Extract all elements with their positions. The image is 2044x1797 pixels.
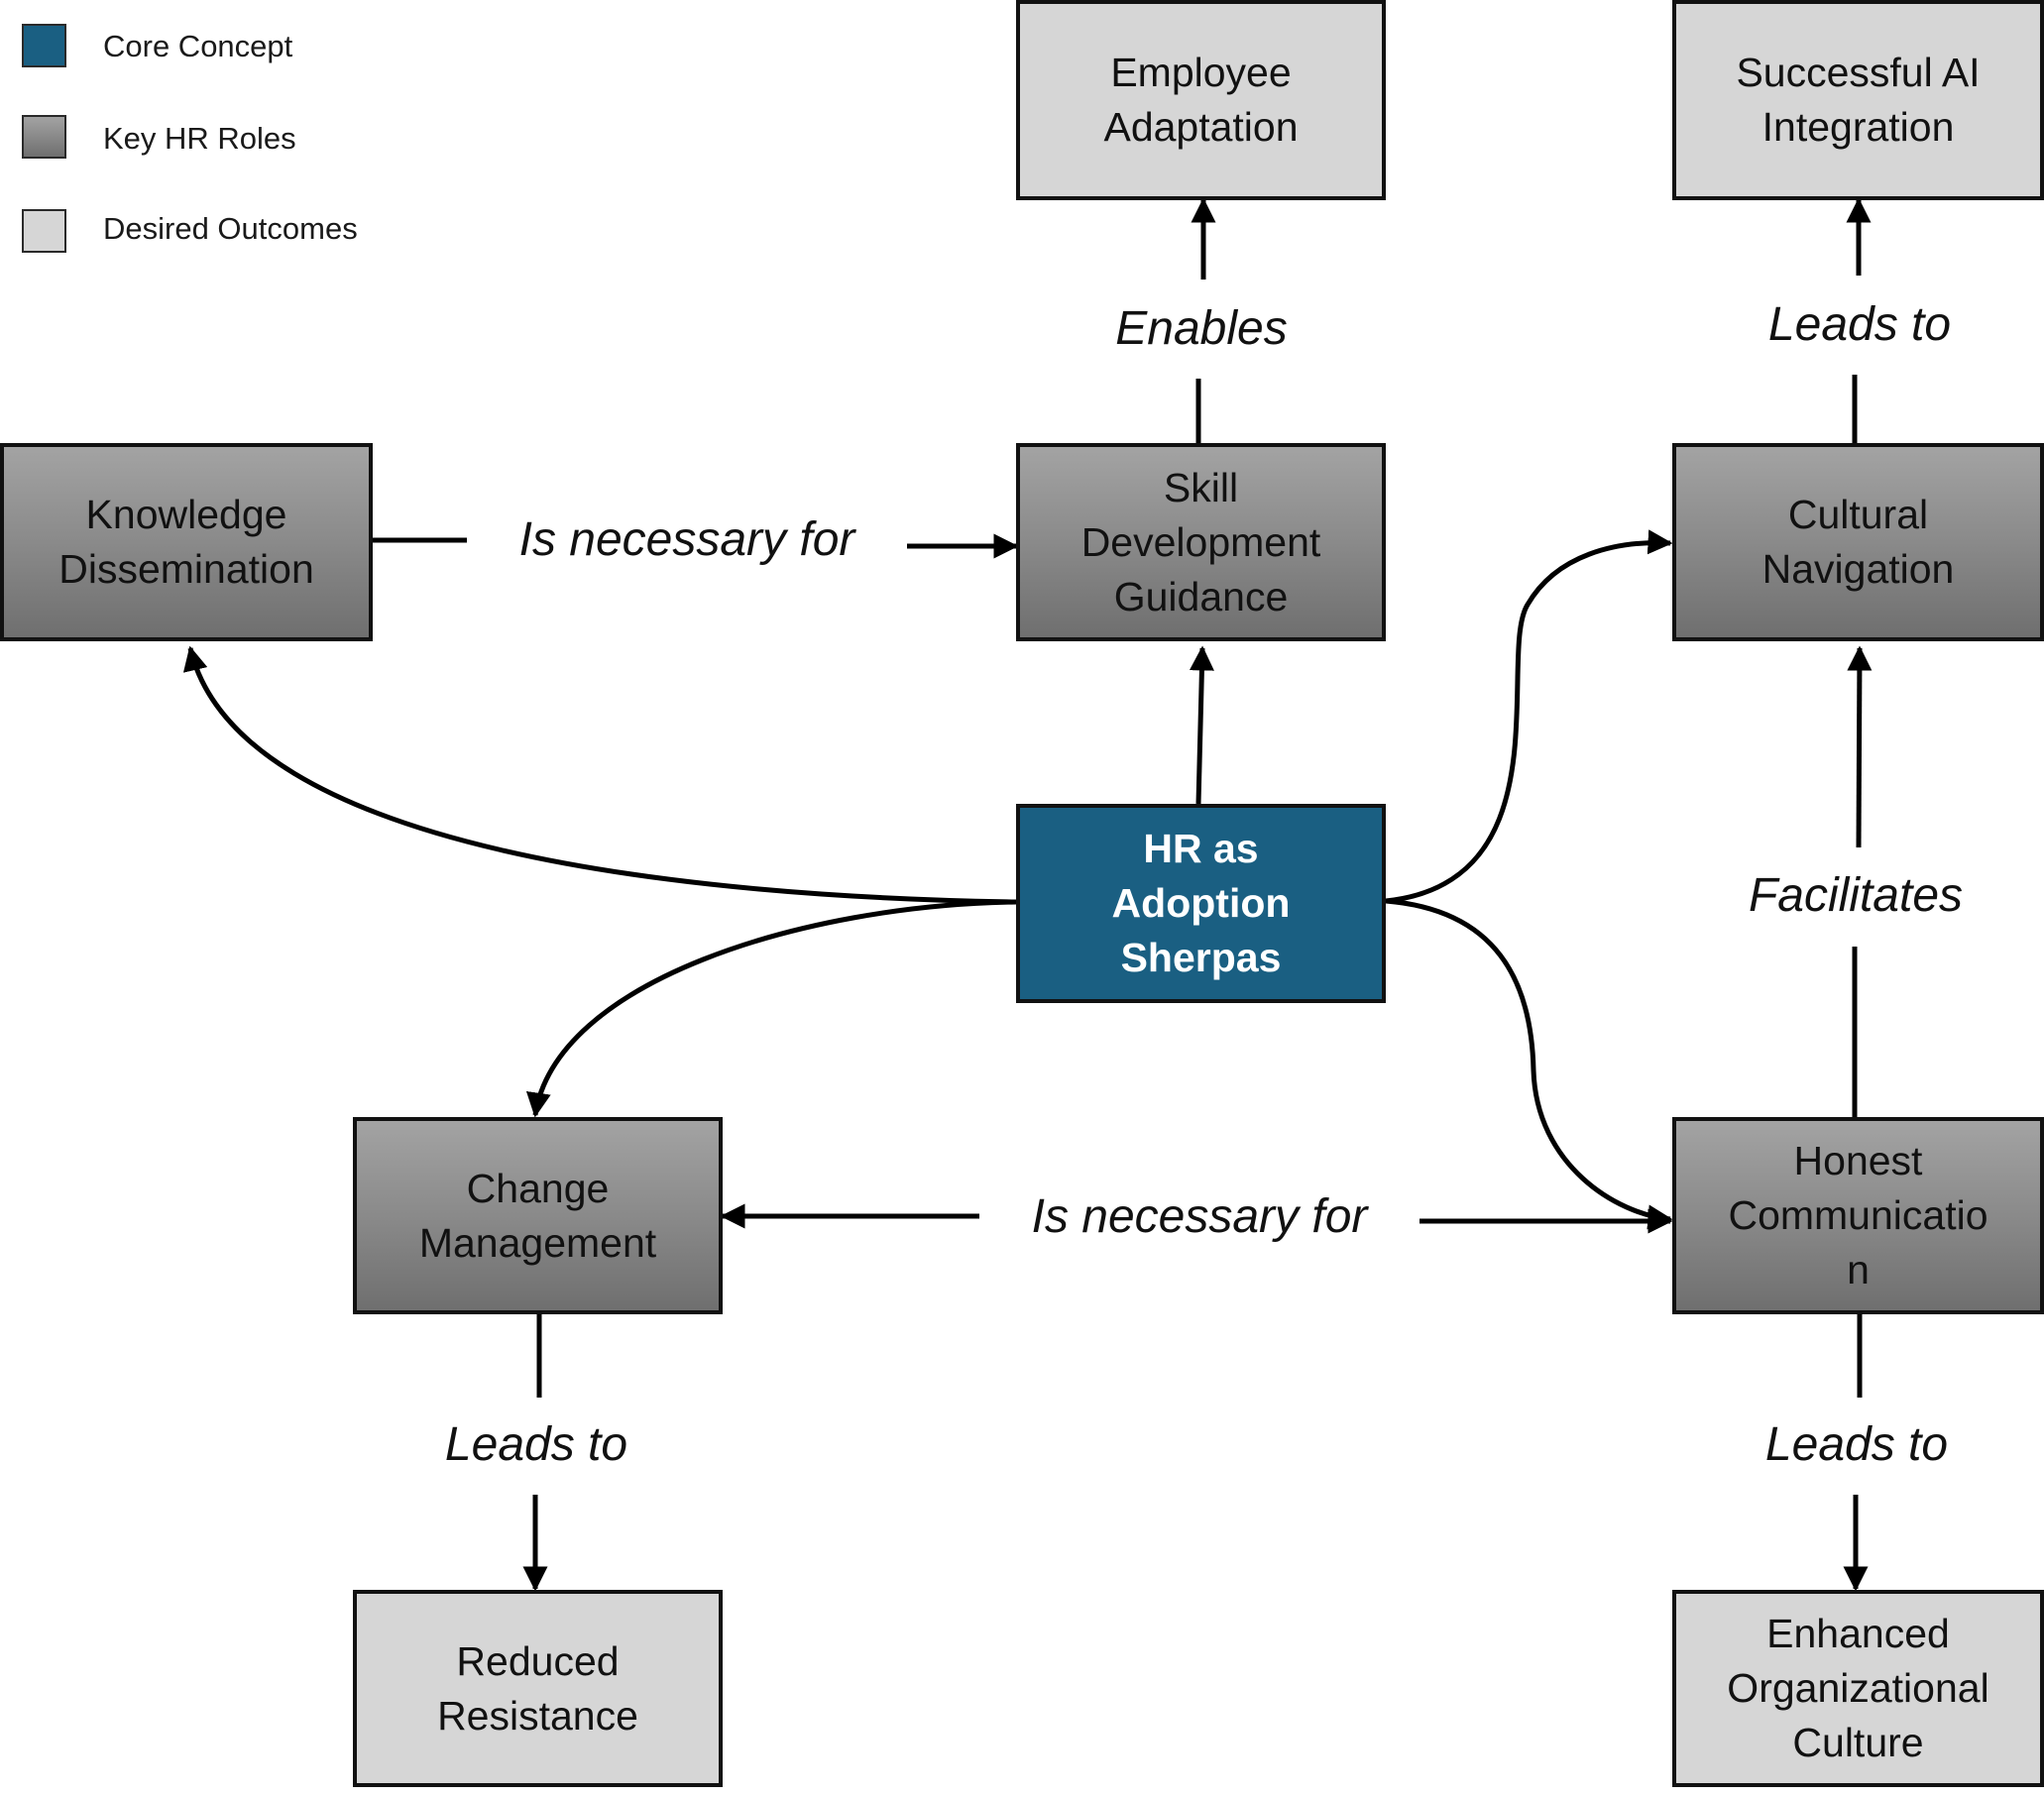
legend-swatch-key-hr-roles (22, 115, 66, 159)
node-reduced-resistance: Reduced Resistance (353, 1590, 723, 1787)
node-label: Successful AI Integration (1736, 50, 1981, 150)
legend-swatch-core-concept (22, 24, 66, 67)
node-enhanced-organizational-culture: Enhanced Organizational Culture (1672, 1590, 2044, 1787)
connector-core-to-knowledge (182, 645, 1017, 905)
node-knowledge-dissemination: Knowledge Dissemination (0, 443, 373, 641)
connector-core-to-cultural (1385, 529, 1673, 904)
connector-core-to-honest (1385, 898, 1673, 1230)
legend-label-desired-outcomes: Desired Outcomes (103, 211, 358, 246)
connector-core-to-change (525, 899, 1017, 1118)
node-label: Skill Development Guidance (1080, 464, 1321, 619)
node-hr-as-adoption-sherpas: HR as Adoption Sherpas (1016, 804, 1386, 1003)
node-label: HR as Adoption Sherpas (1111, 826, 1291, 980)
edge-label-leads-to-culture: Leads to (1764, 1418, 1949, 1471)
edge-label-facilitates: Facilitates (1748, 869, 1964, 922)
node-label: Employee Adaptation (1103, 50, 1299, 150)
node-cultural-navigation: Cultural Navigation (1672, 443, 2044, 641)
node-label: Enhanced Organizational Culture (1727, 1611, 1989, 1765)
node-successful-ai-integration: Successful AI Integration (1672, 0, 2044, 200)
node-label: Reduced Resistance (437, 1637, 638, 1739)
edge-label-leads-to-ai: Leads to (1767, 298, 1952, 351)
connector-core-to-skill (1189, 645, 1214, 805)
edge-label-leads-to-reduced: Leads to (444, 1418, 628, 1471)
edge-label-is-necessary-for-bottom: Is necessary for (1031, 1190, 1368, 1243)
edge-label-enables: Enables (1115, 302, 1288, 355)
node-skill-development-guidance: Skill Development Guidance (1016, 443, 1386, 641)
legend-label-core-concept: Core Concept (103, 29, 293, 63)
edge-label-is-necessary-for-top: Is necessary for (518, 513, 855, 566)
node-label: Honest Communicatio n (1728, 1138, 1988, 1292)
legend-label-key-hr-roles: Key HR Roles (103, 121, 296, 156)
connector-facilitates-to-cultural (1847, 645, 1873, 848)
node-label: Change Management (418, 1165, 657, 1266)
node-change-management: Change Management (353, 1117, 723, 1314)
legend-swatch-desired-outcomes (22, 209, 66, 253)
node-employee-adaptation: Employee Adaptation (1016, 0, 1386, 200)
node-honest-communication: Honest Communicatio n (1672, 1117, 2044, 1314)
node-label: Knowledge Dissemination (58, 492, 314, 592)
node-label: Cultural Navigation (1761, 492, 1955, 592)
